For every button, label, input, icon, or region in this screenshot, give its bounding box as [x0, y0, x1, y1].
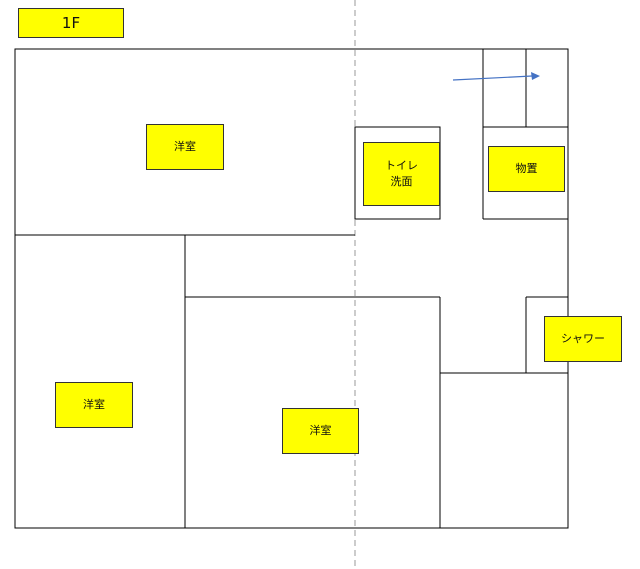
room-label-storage: 物置: [488, 146, 565, 192]
room-label-shower: シャワー: [544, 316, 622, 362]
room-label-western-left: 洋室: [55, 382, 133, 428]
interior-walls: [15, 49, 568, 528]
floor-label: 1F: [18, 8, 124, 38]
blue-arrow-icon: [452, 72, 540, 81]
outer-wall: [14, 48, 569, 529]
toilet-label: トイレ: [385, 158, 418, 172]
room-label-western-top: 洋室: [146, 124, 224, 170]
room-label-toilet-washroom: トイレ 洗面: [363, 142, 440, 206]
room-label-western-center: 洋室: [282, 408, 359, 454]
washroom-label: 洗面: [390, 175, 413, 188]
